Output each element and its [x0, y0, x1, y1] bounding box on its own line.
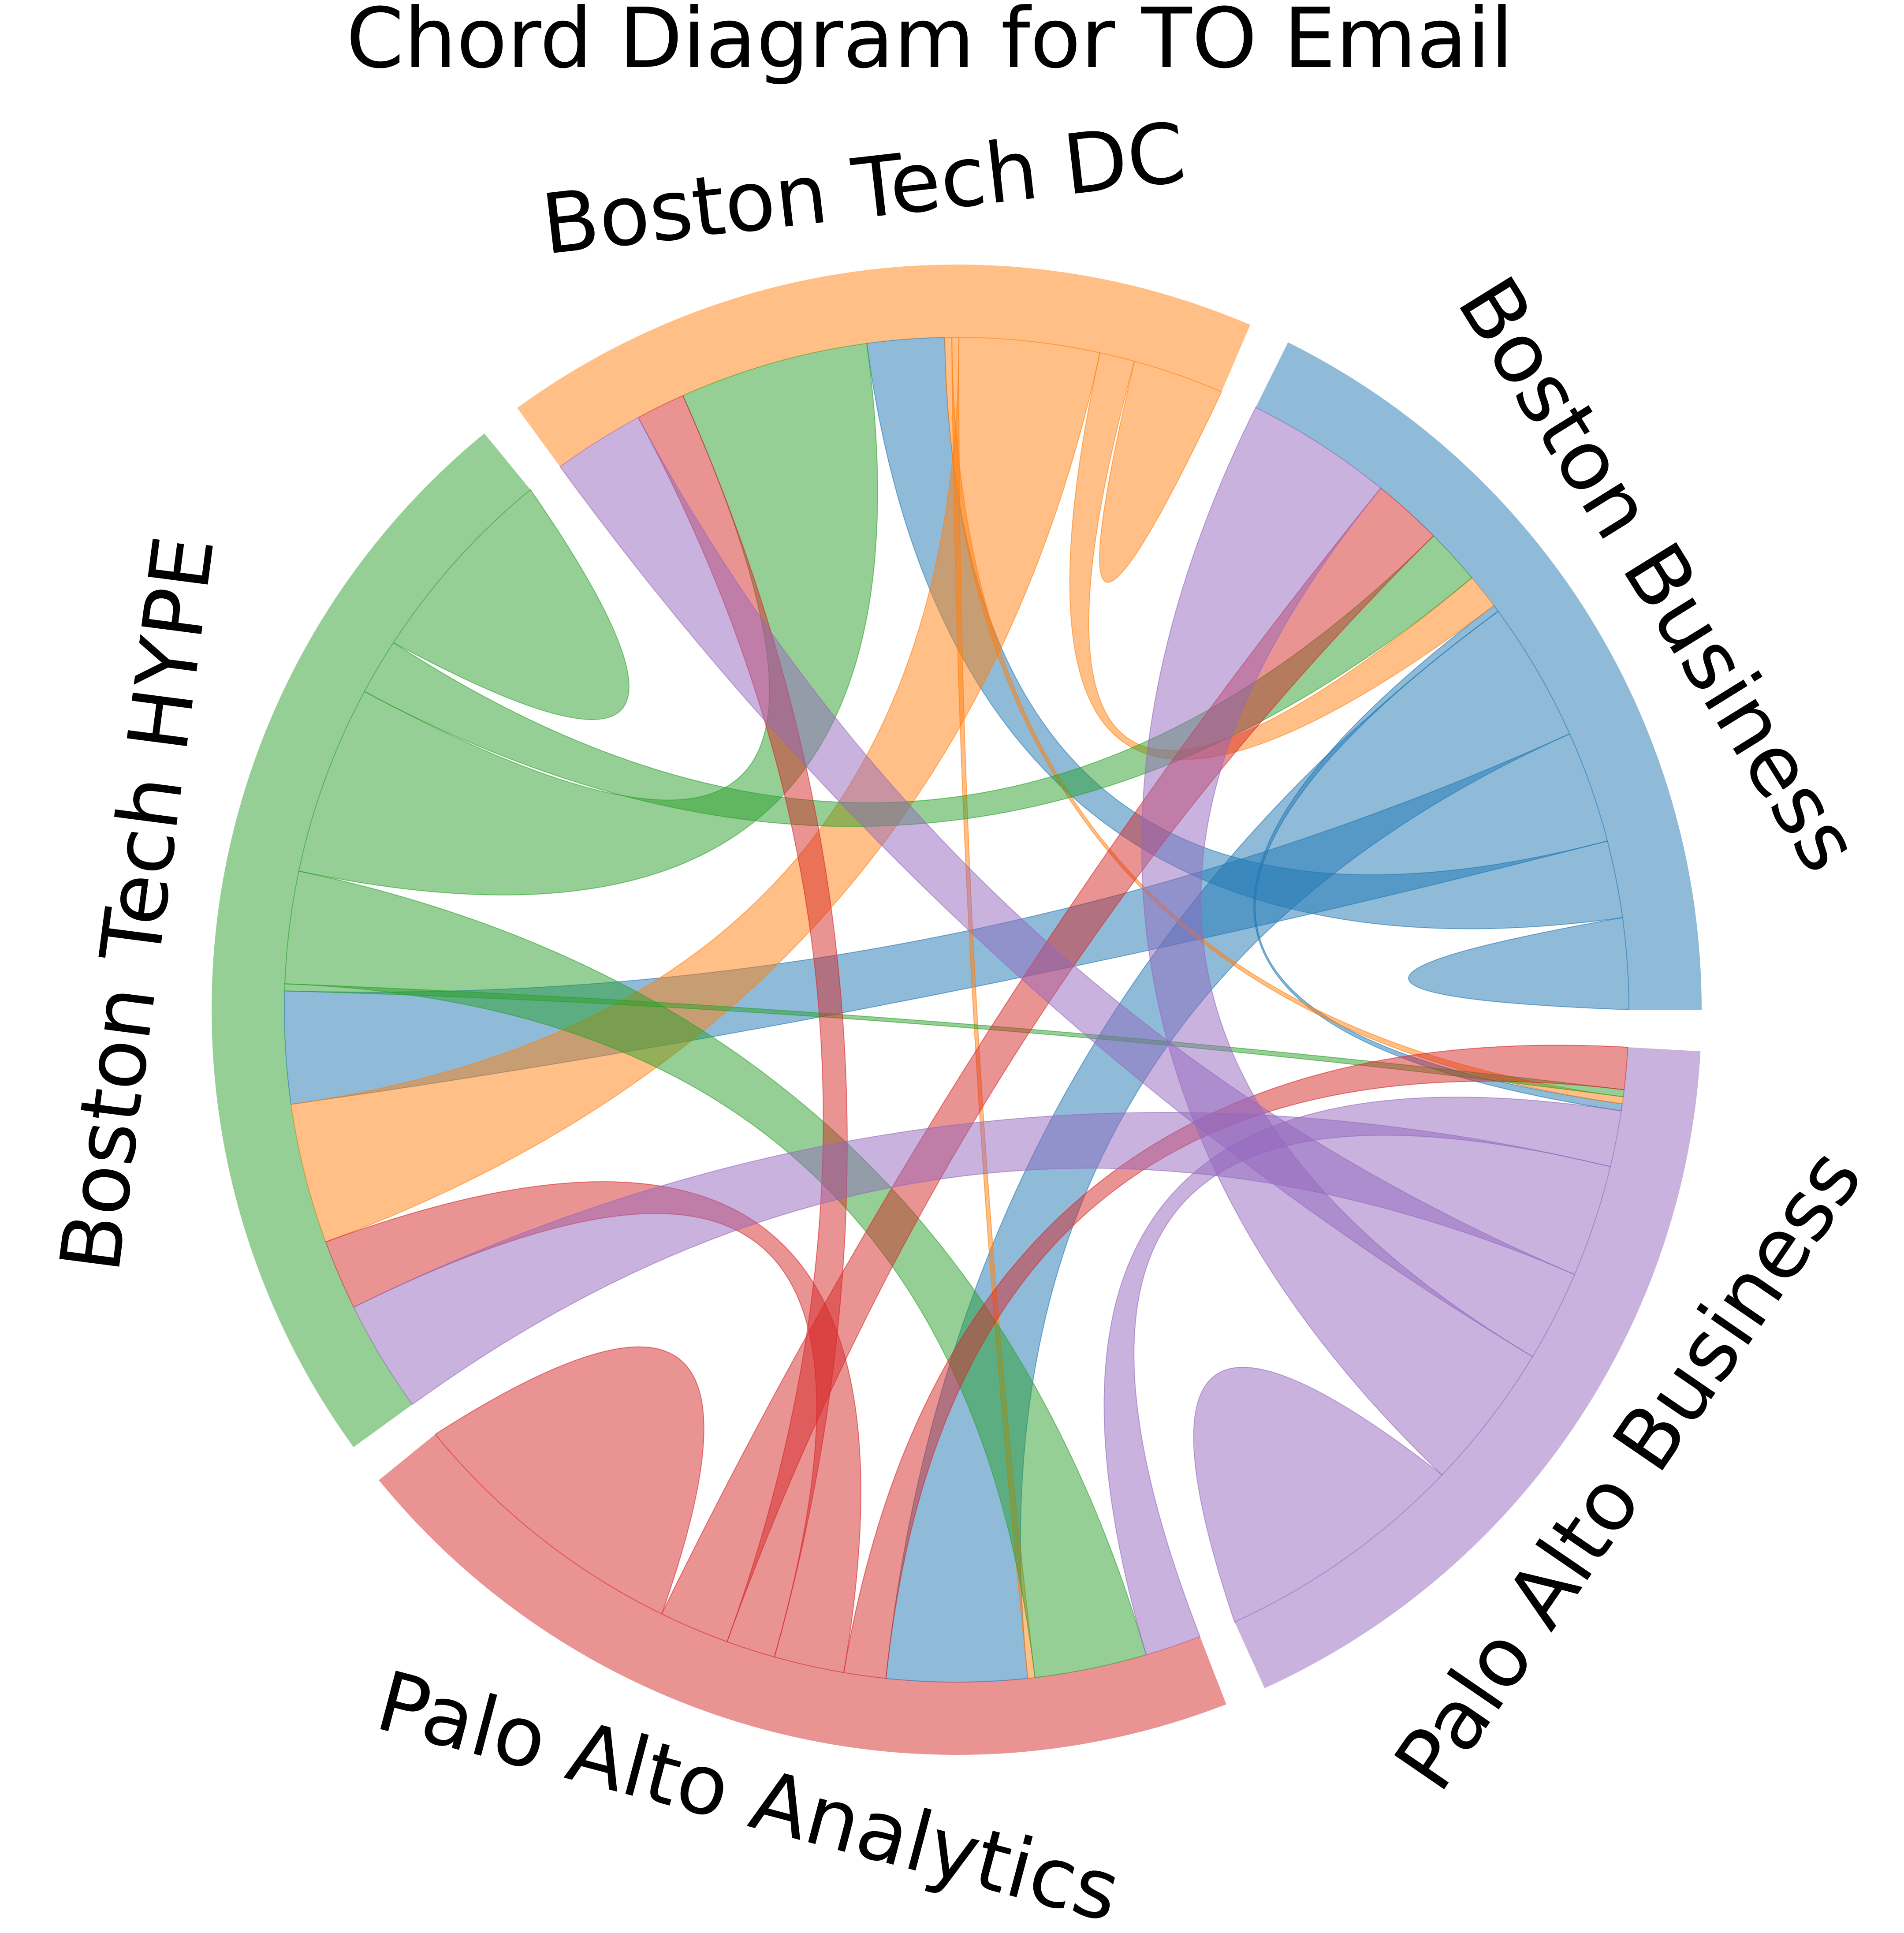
chord-1-3: [951, 336, 1036, 1679]
chord-1-0: [1069, 352, 1495, 760]
chord-3-3: [434, 1346, 704, 1615]
group-arc-0: [1256, 342, 1702, 1010]
group-arc-1: [517, 265, 1250, 467]
chord-2-2: [392, 489, 630, 720]
chord-4-3: [1103, 1097, 1622, 1656]
chord-2-1: [298, 343, 878, 896]
chart-title: Chord Diagram for TO Email: [346, 0, 1513, 87]
chord-4-4: [1193, 1367, 1443, 1623]
chords-layer: [284, 336, 1630, 1683]
chord-2-3: [284, 870, 1147, 1678]
chord-0-0: [1408, 917, 1630, 1011]
group-arc-3: [379, 1434, 1226, 1755]
group-arcs-layer: [212, 265, 1702, 1755]
group-label-1: Boston Tech DC: [537, 104, 1190, 274]
group-arc-2: [212, 433, 531, 1448]
chord-3-2: [325, 1181, 861, 1673]
group-arc-4: [1234, 1047, 1701, 1688]
group-label-2: Boston Tech HYPE: [42, 531, 233, 1277]
chord-1-1: [1099, 361, 1222, 583]
